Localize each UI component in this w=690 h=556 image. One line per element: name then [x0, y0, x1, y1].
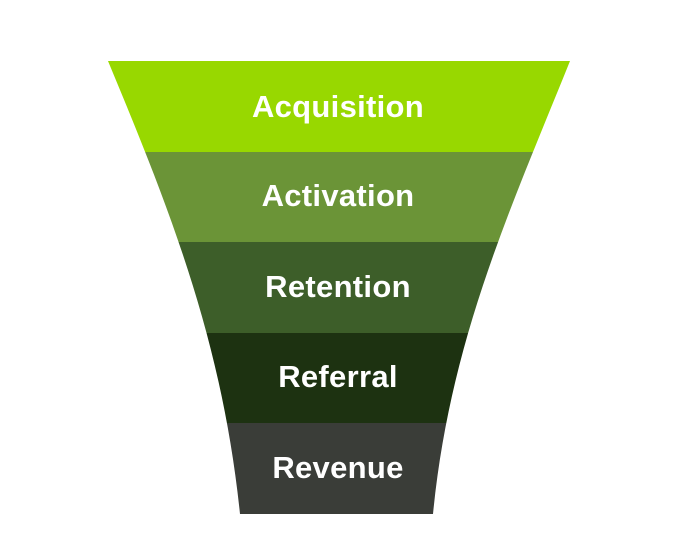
funnel-stage-activation	[108, 152, 570, 242]
funnel-label-acquisition: Acquisition	[252, 89, 424, 124]
funnel-label-referral: Referral	[278, 359, 398, 394]
funnel-label-revenue: Revenue	[272, 450, 403, 485]
funnel-stage-acquisition	[108, 61, 570, 152]
funnel-label-retention: Retention	[265, 269, 411, 304]
funnel-label-activation: Activation	[262, 178, 415, 213]
